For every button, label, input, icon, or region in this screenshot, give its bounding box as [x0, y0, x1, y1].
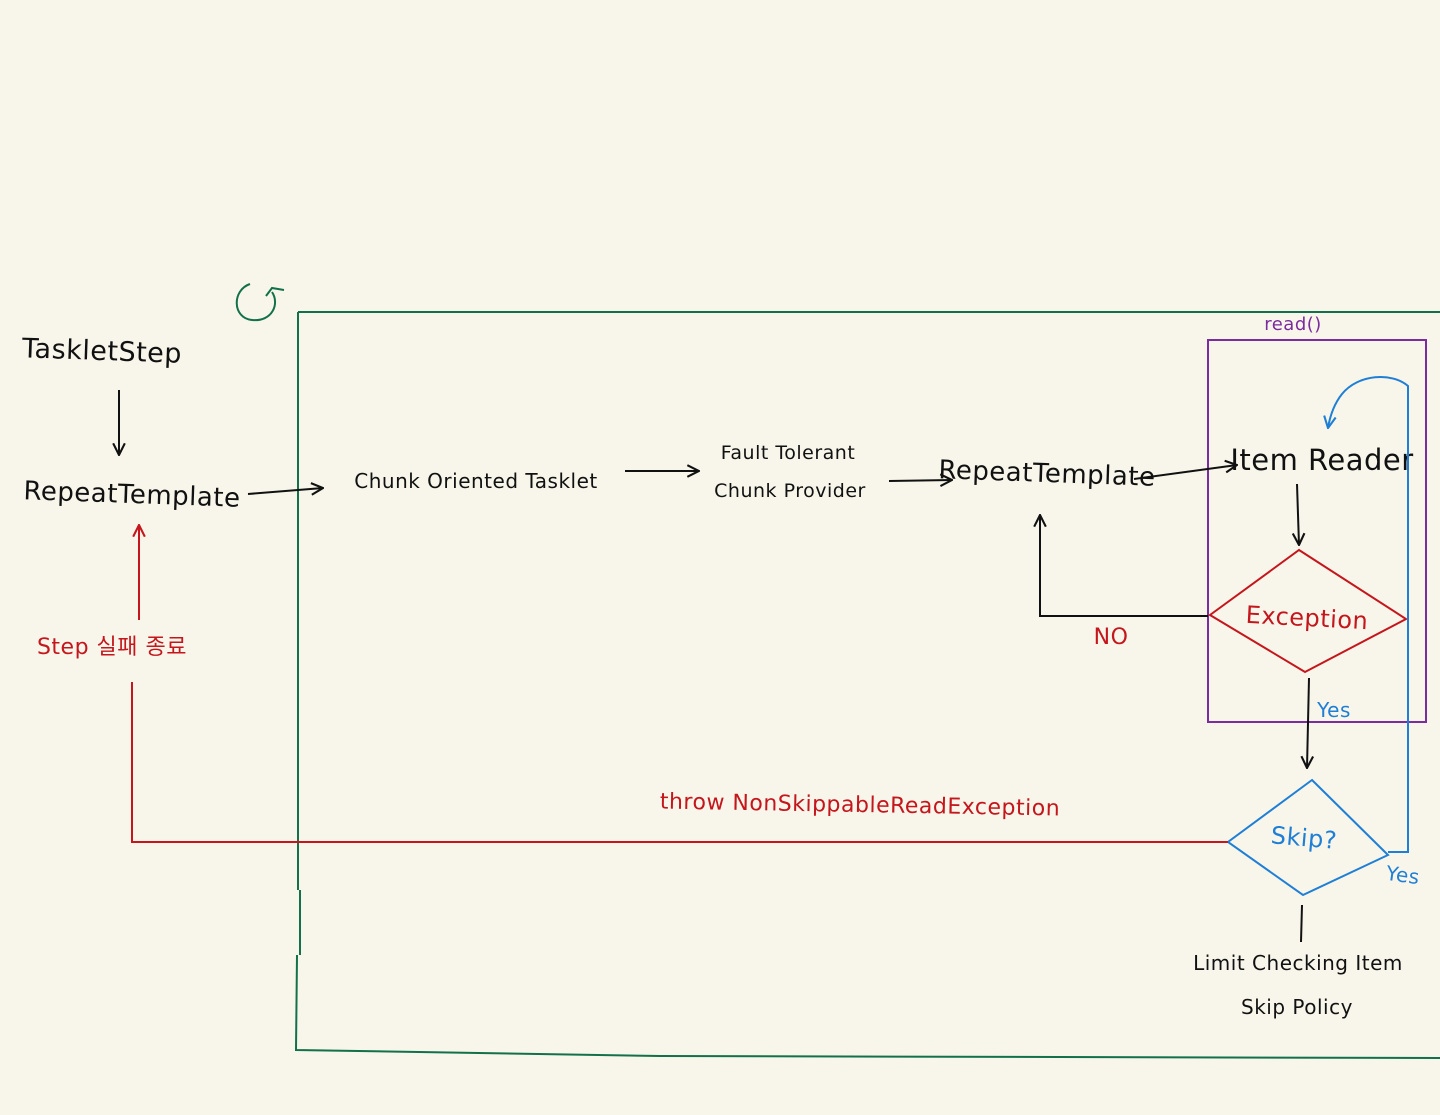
- fault-tolerant-node-line1: Fault Tolerant: [721, 442, 856, 464]
- arrow-item-reader-to-exception: [1297, 483, 1299, 545]
- item-reader-node: Item Reader: [1230, 443, 1413, 477]
- exception-decision-label: Exception: [1245, 601, 1369, 635]
- repeat-template-outer-node: RepeatTemplate: [23, 476, 241, 514]
- line-skip-to-policy: [1300, 904, 1303, 943]
- skip-decision: [1226, 778, 1390, 897]
- tasklet-step-node: TaskletStep: [21, 333, 183, 370]
- throw-message-label: throw NonSkippableReadException: [660, 790, 1061, 822]
- skip-decision-label: Skip?: [1270, 821, 1338, 855]
- arrow-repeat-to-item-reader: [1133, 465, 1237, 480]
- limit-policy-line2: Skip Policy: [1241, 995, 1353, 1019]
- chunk-loop-boundary: [294, 311, 1440, 1059]
- arrow-exception-to-skip: [1307, 677, 1309, 768]
- yes-exception-label: Yes: [1316, 698, 1351, 722]
- chunk-oriented-tasklet-node: Chunk Oriented Tasklet: [354, 469, 598, 493]
- limit-policy-line1: Limit Checking Item: [1193, 951, 1403, 975]
- repeat-template-inner-node: RepeatTemplate: [938, 455, 1156, 493]
- read-boundary: [1207, 339, 1427, 723]
- exception-decision: [1208, 548, 1408, 674]
- fault-tolerant-node-line2: Chunk Provider: [714, 480, 866, 502]
- step-failure-label: Step 실패 종료: [37, 635, 187, 660]
- no-label: NO: [1094, 625, 1129, 650]
- arrow-repeat-to-chunk-tasklet: [247, 488, 323, 494]
- arrow-skip-no-to-step-fail: [131, 682, 1228, 843]
- read-label: read(): [1264, 314, 1322, 335]
- circular-arrow-icon: [235, 283, 285, 322]
- yes-skip-label: Yes: [1384, 861, 1422, 890]
- arrow-skip-yes-retry: [1328, 375, 1409, 853]
- arrow-provider-to-repeat: [888, 480, 952, 481]
- arrow-exception-no-to-repeat: [1040, 515, 1208, 617]
